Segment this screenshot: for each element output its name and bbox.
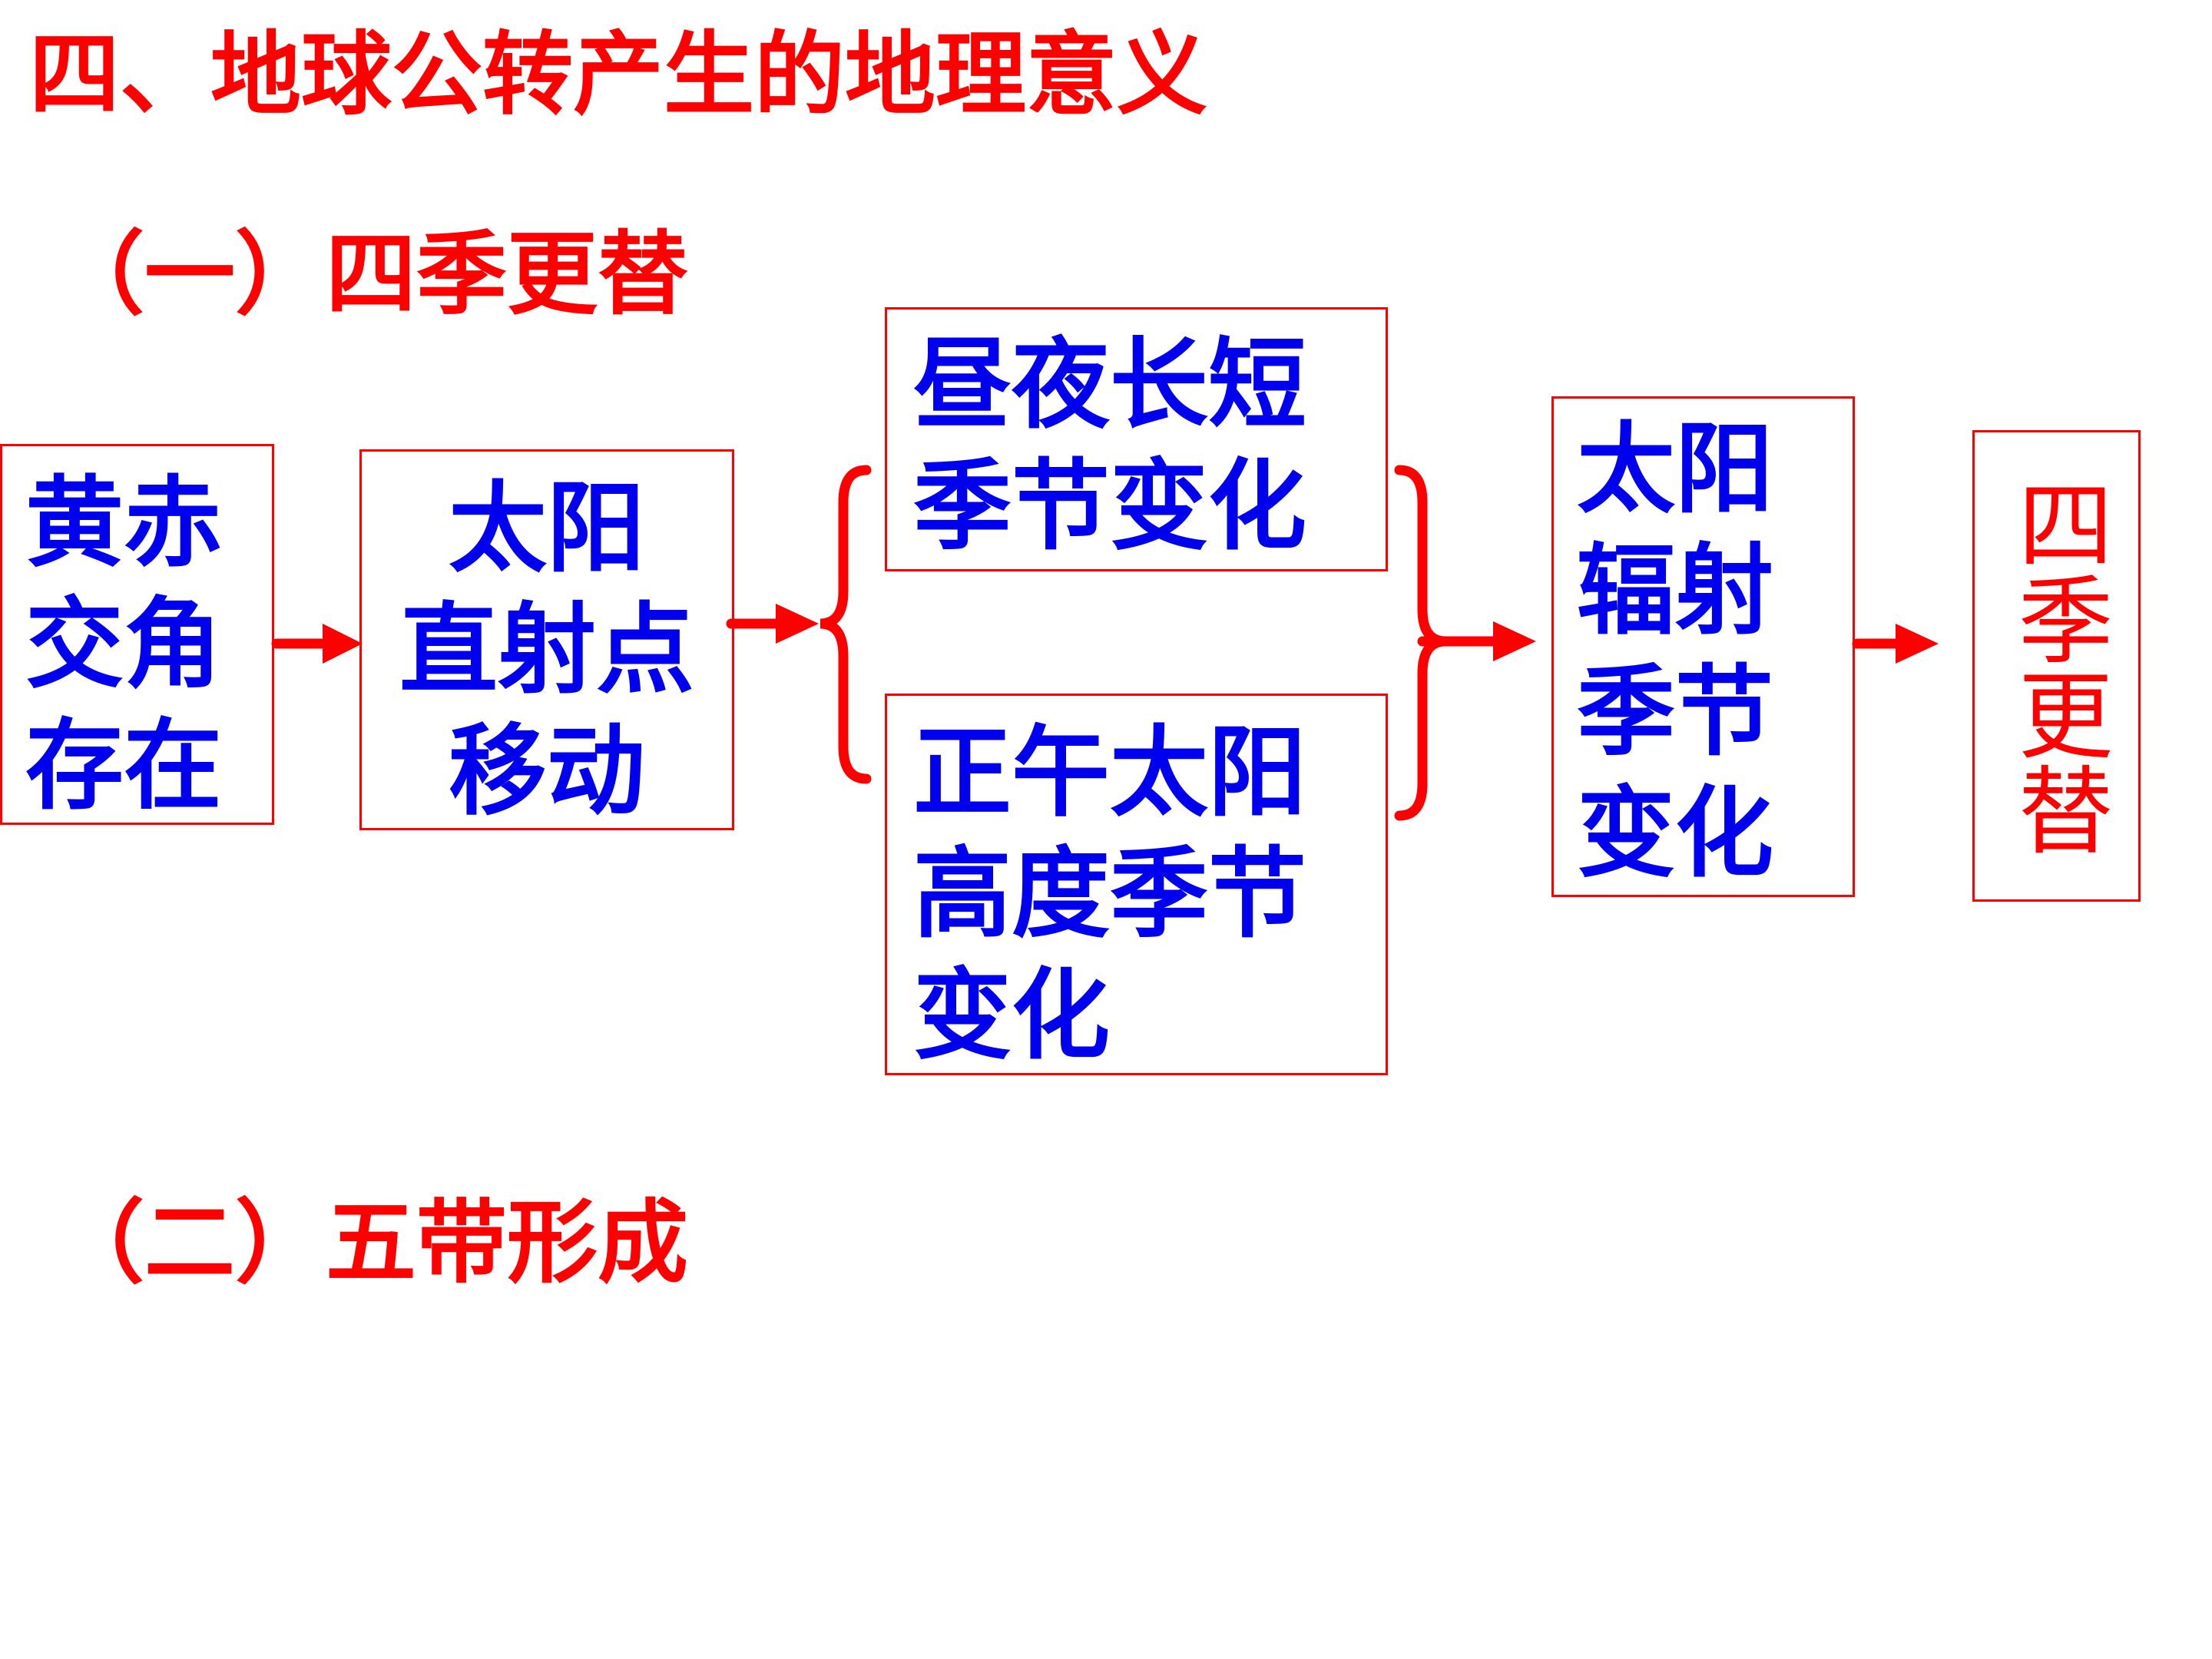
left-brace (820, 465, 872, 784)
box-obliquity-line-3: 存在 (25, 709, 223, 823)
box-obliquity: 黄赤 交角 存在 (0, 444, 274, 825)
box-solar-radiation-line-3: 季节 (1577, 655, 1774, 770)
right-brace (1394, 465, 1446, 821)
box-noon-sun-height: 正午太阳 高度季节 变化 (885, 694, 1388, 1075)
box-day-length-line-1: 昼夜长短 (913, 328, 1307, 442)
box-solar-radiation-line-4: 变化 (1577, 777, 1774, 891)
arrow-2-head (776, 604, 819, 644)
arrow-3-head (1493, 621, 1536, 661)
box-day-length: 昼夜长短 季节变化 (885, 307, 1388, 571)
arrow-1-head (323, 624, 363, 664)
box-noon-sun-height-line-2: 高度季节 (913, 837, 1307, 952)
box-solar-radiation-line-2: 辐射 (1577, 534, 1774, 648)
box-day-length-line-2: 季节变化 (913, 449, 1307, 564)
box-obliquity-line-2: 交角 (25, 588, 223, 702)
box-solar-radiation-line-1: 太阳 (1577, 412, 1774, 527)
page-title: 四、地球公转产生的地理意义 (29, 22, 1208, 127)
section-heading-seasons: （一）四季更替 (54, 221, 689, 327)
box-four-seasons: 四季更替 (1972, 430, 2141, 902)
box-noon-sun-height-line-3: 变化 (913, 959, 1111, 1073)
section-heading-zones: （二）五带形成 (54, 1190, 689, 1296)
box-direct-point-line-2: 直射点 (399, 593, 694, 707)
box-noon-sun-height-line-1: 正午太阳 (913, 716, 1307, 830)
arrow-4-head (1896, 624, 1939, 664)
box-direct-point-line-1: 太阳 (448, 472, 645, 586)
box-obliquity-line-1: 黄赤 (25, 466, 223, 581)
box-direct-point: 太阳 直射点 移动 (359, 449, 734, 830)
box-direct-point-line-3: 移动 (448, 714, 645, 829)
